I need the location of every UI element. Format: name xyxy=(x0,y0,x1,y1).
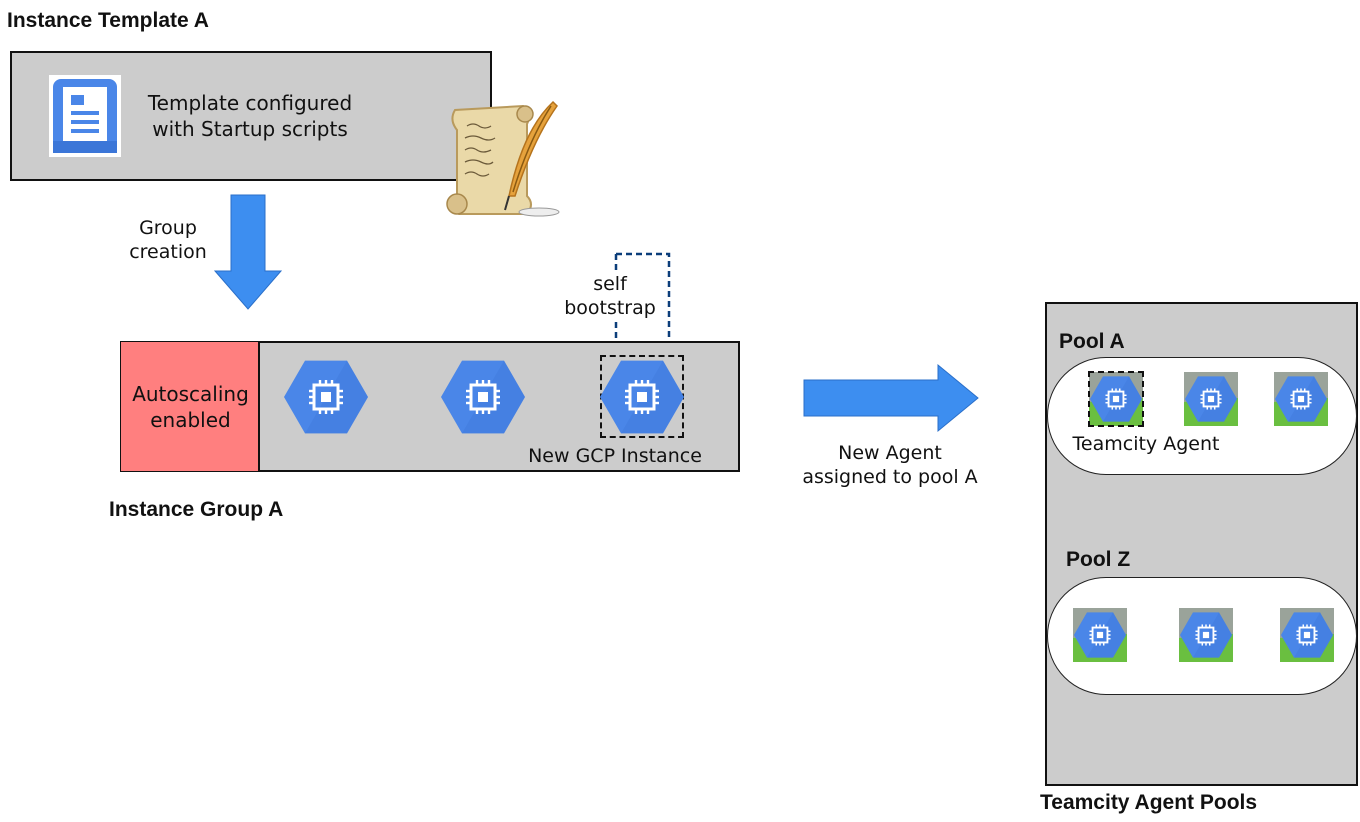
teamcity-agent-icon[interactable] xyxy=(1184,372,1238,426)
template-description-line1: Template configured xyxy=(147,91,353,115)
compute-engine-icon[interactable] xyxy=(433,352,533,442)
template-description-line2: with Startup scripts xyxy=(152,117,348,141)
scroll-quill-icon xyxy=(443,100,561,220)
teamcity-agent-icon[interactable] xyxy=(1274,372,1328,426)
new-gcp-instance-label: New GCP Instance xyxy=(528,445,702,467)
group-creation-line1: Group xyxy=(139,217,197,239)
agent-pools-title: Teamcity Agent Pools xyxy=(1040,791,1258,814)
assignment-arrow xyxy=(803,363,979,433)
autoscaling-label: Autoscaling enabled xyxy=(121,381,260,433)
self-bootstrap-line2: bootstrap xyxy=(564,297,656,319)
autoscaling-panel xyxy=(121,342,260,471)
instance-group-title: Instance Group A xyxy=(109,498,284,521)
self-bootstrap-label: self bootstrap xyxy=(555,272,665,320)
compute-engine-icon[interactable] xyxy=(276,352,376,442)
group-creation-arrow xyxy=(213,194,283,310)
instance-template-title: Instance Template A xyxy=(7,9,209,32)
teamcity-agent-label: Teamcity Agent xyxy=(1072,433,1220,455)
compute-engine-icon[interactable] xyxy=(592,352,692,442)
autoscaling-line1: Autoscaling xyxy=(132,382,249,406)
group-creation-label: Group creation xyxy=(118,216,218,264)
pool-z-title: Pool Z xyxy=(1066,548,1131,571)
template-description: Template configured with Startup scripts xyxy=(130,90,370,142)
teamcity-agent-icon[interactable] xyxy=(1073,608,1127,662)
assignment-label: New Agent assigned to pool A xyxy=(780,441,1000,489)
assignment-line2: assigned to pool A xyxy=(802,466,978,488)
group-creation-line2: creation xyxy=(129,241,207,263)
teamcity-agent-icon[interactable] xyxy=(1179,608,1233,662)
autoscaling-line2: enabled xyxy=(150,408,231,432)
instance-template-icon xyxy=(49,75,121,157)
teamcity-agent-icon[interactable] xyxy=(1280,608,1334,662)
assignment-line1: New Agent xyxy=(838,442,942,464)
new-agent-highlight xyxy=(1088,371,1144,427)
pool-a-title: Pool A xyxy=(1059,330,1125,353)
self-bootstrap-line1: self xyxy=(593,273,627,295)
